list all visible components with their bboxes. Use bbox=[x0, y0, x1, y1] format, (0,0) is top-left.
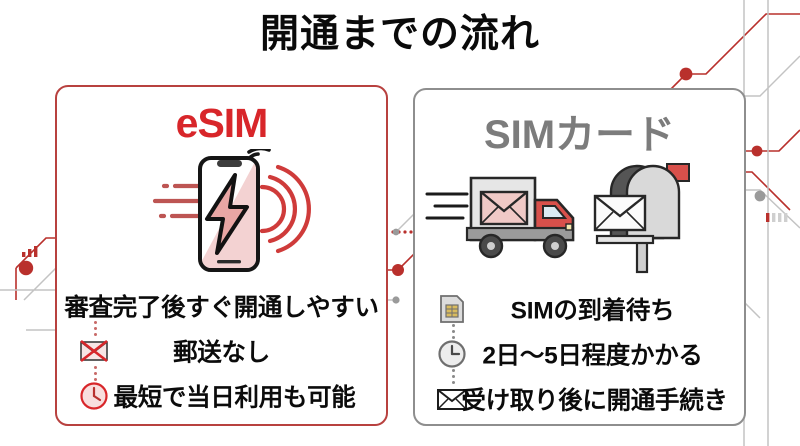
bullet-row: SIMの到着待ち bbox=[415, 286, 744, 331]
bullet-row: 郵送なし bbox=[57, 328, 386, 373]
bullet-row: 受け取り後に開通手続き bbox=[415, 376, 744, 421]
card-esim: eSIM bbox=[55, 85, 388, 426]
card-simcard-heading: SIMカード bbox=[483, 113, 676, 157]
bullet-row: 2日〜5日程度かかる bbox=[415, 331, 744, 376]
bullet-text: 受け取り後に開通手続き bbox=[461, 387, 728, 414]
clock-icon bbox=[435, 337, 469, 371]
delivery-truck-icon bbox=[425, 176, 575, 259]
mailbox-icon bbox=[593, 163, 690, 274]
bullet-row: 審査完了後すぐ開通しやすい bbox=[57, 283, 386, 328]
bullet-text: 審査完了後すぐ開通しやすい bbox=[64, 294, 379, 321]
bullet-text: 2日〜5日程度かかる bbox=[482, 342, 703, 369]
card-simcard: SIMカード bbox=[413, 88, 746, 426]
signal-bars-right bbox=[766, 213, 788, 222]
card-esim-heading: eSIM bbox=[175, 100, 269, 146]
card-simcard-bullets: SIMの到着待ち 2日〜5日程度かかる bbox=[415, 286, 744, 421]
envelope-icon bbox=[435, 382, 469, 416]
bullet-text: SIMの到着待ち bbox=[510, 297, 675, 324]
bullet-text: 最短で当日利用も可能 bbox=[113, 384, 356, 411]
clock-icon bbox=[77, 379, 111, 413]
card-esim-bullets: 審査完了後すぐ開通しやすい 郵送なし bbox=[57, 283, 386, 418]
smartphone-lightning-icon bbox=[57, 146, 386, 279]
bullet-row: 最短で当日利用も可能 bbox=[57, 373, 386, 418]
signal-bars-left bbox=[22, 246, 38, 257]
connector-dots bbox=[94, 321, 97, 336]
connector-dots bbox=[94, 366, 97, 381]
connector-dots bbox=[452, 369, 455, 384]
delivery-truck-and-mailbox-icon bbox=[415, 156, 744, 276]
envelope-crossed-icon bbox=[77, 334, 111, 368]
bullet-text: 郵送なし bbox=[173, 339, 270, 366]
connector-dots bbox=[452, 324, 455, 339]
sim-chip-icon bbox=[435, 292, 469, 326]
page-title: 開通までの流れ bbox=[259, 13, 540, 56]
